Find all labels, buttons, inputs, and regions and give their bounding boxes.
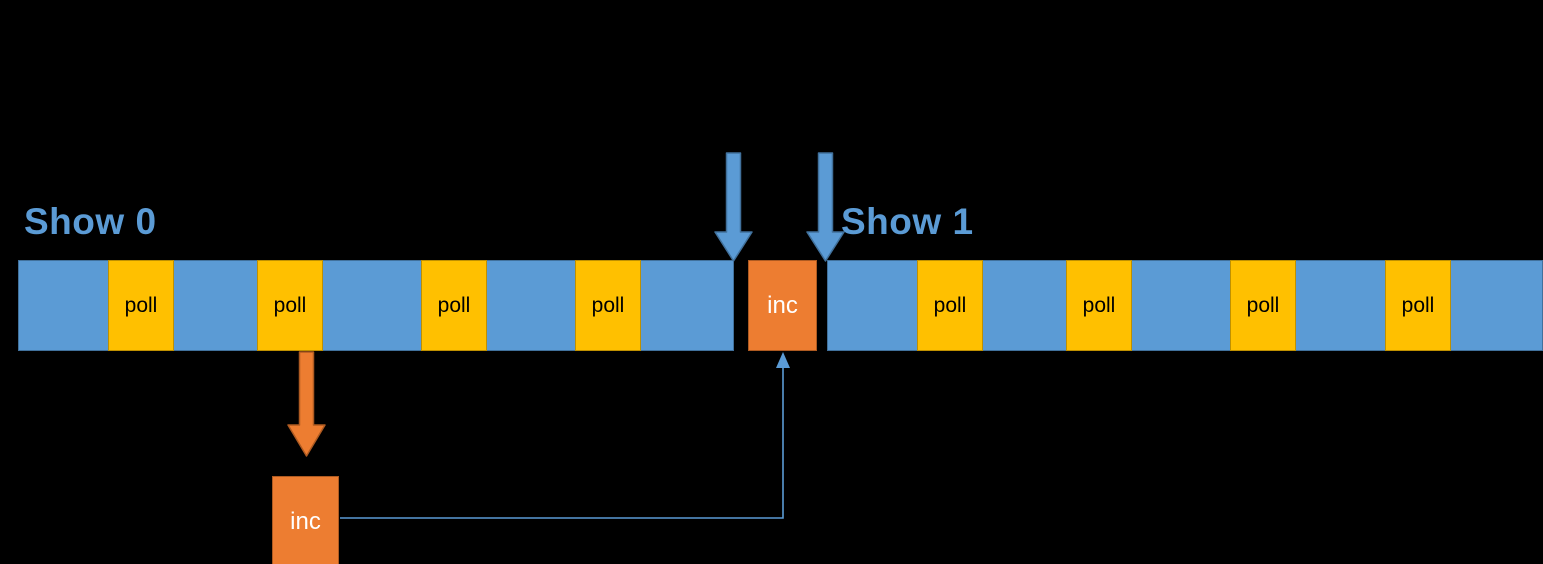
- inc-box-timeline: inc: [748, 260, 817, 351]
- poll-to-inc-arrow-icon: [287, 351, 326, 457]
- poll-box: poll: [575, 260, 641, 351]
- frame-boundary-arrow-right-icon: [806, 152, 845, 262]
- poll-box: poll: [1066, 260, 1132, 351]
- inc-return-connector-icon: [340, 352, 790, 519]
- show-1-label: Show 1: [841, 201, 974, 242]
- poll-box: poll: [108, 260, 174, 351]
- inc-box-deferred: inc: [272, 476, 339, 564]
- poll-box: poll: [917, 260, 983, 351]
- poll-box: poll: [1385, 260, 1451, 351]
- poll-box: poll: [421, 260, 487, 351]
- frame-boundary-arrow-left-icon: [714, 152, 753, 262]
- show-0-label: Show 0: [24, 201, 157, 242]
- poll-box: poll: [257, 260, 323, 351]
- poll-box: poll: [1230, 260, 1296, 351]
